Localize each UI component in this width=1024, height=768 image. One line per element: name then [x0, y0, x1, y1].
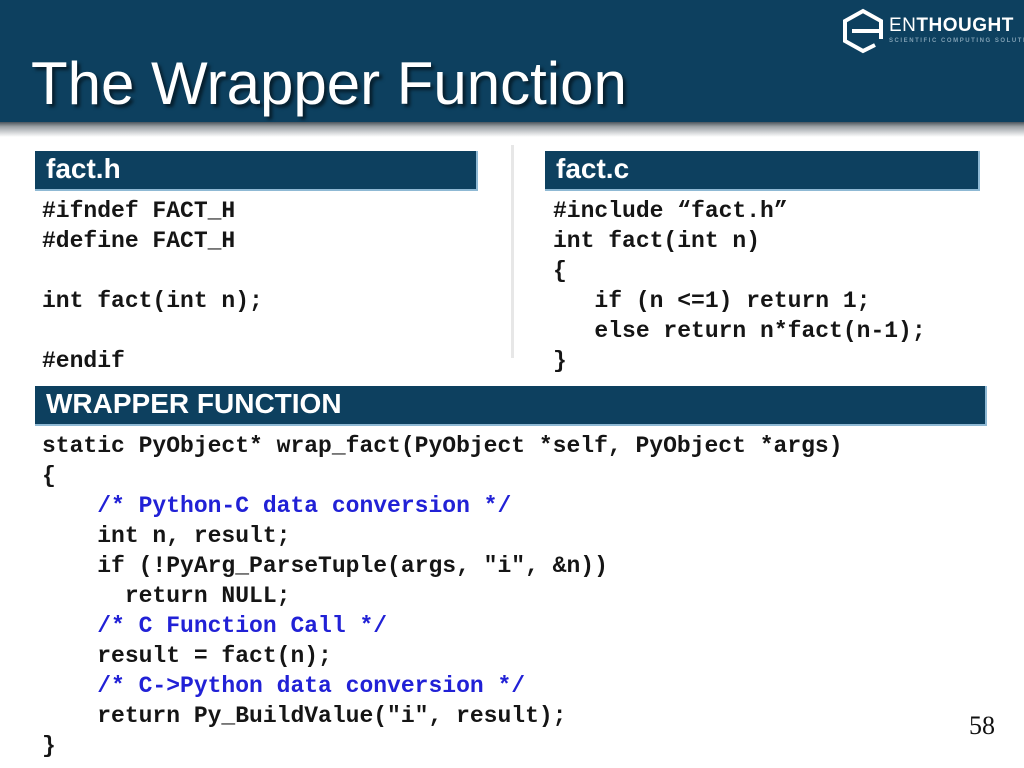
code-line: { [553, 258, 567, 284]
code-line: } [553, 348, 567, 374]
code-line: { [42, 463, 56, 489]
slide-header: The Wrapper Function ENTHOUGHT SCIENTIFI… [0, 0, 1024, 122]
code-line: /* C->Python data conversion */ [42, 673, 526, 699]
code-line: int n, result; [42, 523, 291, 549]
fact-h-title: fact.h [46, 153, 121, 184]
code-line: return NULL; [42, 583, 291, 609]
fact-c-title: fact.c [556, 153, 630, 184]
code-line [42, 316, 263, 346]
enthought-logo: ENTHOUGHT SCIENTIFIC COMPUTING SOLUTIONS [841, 8, 1024, 54]
fact-h-code-block: #ifndef FACT_H #define FACT_H int fact(in… [42, 196, 263, 376]
fact-c-code-block: #include “fact.h” int fact(int n) { if (n … [553, 196, 926, 376]
wrapper-function-title: WRAPPER FUNCTION [46, 388, 342, 419]
code-line: return Py_BuildValue("i", result); [42, 703, 567, 729]
enthought-logo-text: ENTHOUGHT SCIENTIFIC COMPUTING SOLUTIONS [889, 16, 1024, 45]
wrapper-function-code-block: static PyObject* wrap_fact(PyObject *sel… [42, 431, 843, 761]
brand-bold-part: THOUGHT [916, 15, 1014, 36]
code-line: #ifndef FACT_H [42, 198, 236, 224]
code-line: if (n <=1) return 1; [553, 288, 871, 314]
enthought-tagline: SCIENTIFIC COMPUTING SOLUTIONS [889, 38, 1024, 44]
wrapper-function-header-bar: WRAPPER FUNCTION [35, 386, 987, 426]
page-title: The Wrapper Function [31, 50, 627, 117]
header-drop-shadow [0, 122, 1024, 137]
fact-h-header-bar: fact.h [35, 151, 478, 191]
page-number: 58 [969, 711, 995, 740]
panel-divider [511, 145, 514, 358]
code-line: #endif [42, 348, 125, 374]
code-line [42, 256, 263, 286]
code-line: if (!PyArg_ParseTuple(args, "i", &n)) [42, 553, 608, 579]
code-line: int fact(int n); [42, 288, 263, 314]
code-line: #define FACT_H [42, 228, 236, 254]
code-line: else return n*fact(n-1); [553, 318, 926, 344]
code-line: /* C Function Call */ [42, 613, 388, 639]
code-line: result = fact(n); [42, 643, 332, 669]
code-line: int fact(int n) [553, 228, 761, 254]
code-line: static PyObject* wrap_fact(PyObject *sel… [42, 433, 843, 459]
fact-c-header-bar: fact.c [545, 151, 980, 191]
code-line: #include “fact.h” [553, 198, 788, 224]
enthought-brand: ENTHOUGHT [889, 16, 1024, 36]
brand-light-part: EN [889, 15, 917, 36]
code-line: /* Python-C data conversion */ [42, 493, 512, 519]
code-line: } [42, 733, 56, 759]
enthought-e-hexagon-icon [843, 8, 883, 54]
